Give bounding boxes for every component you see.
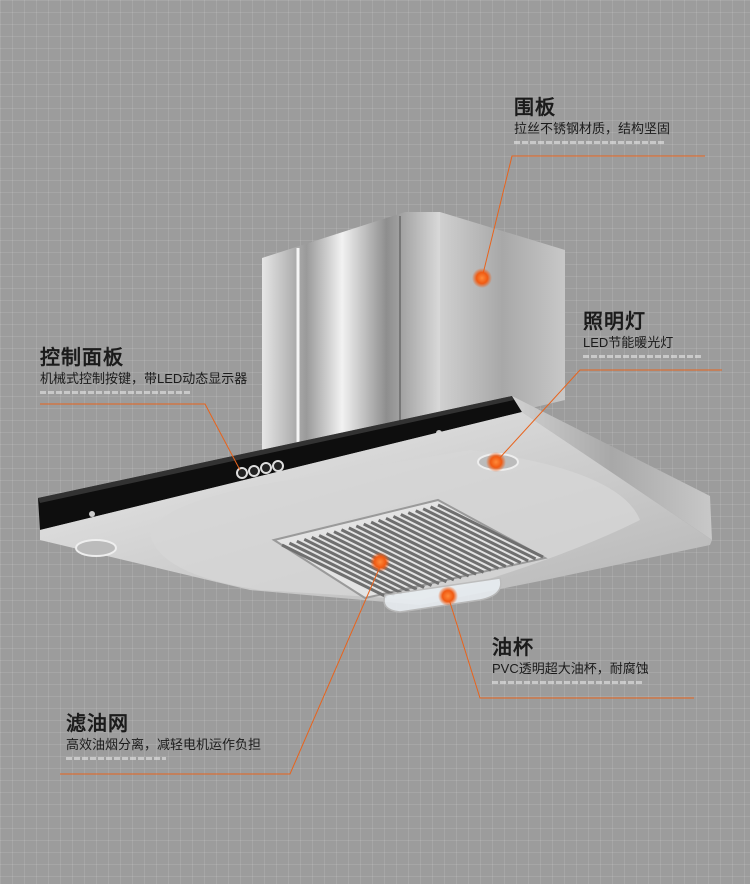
filter-slat (400, 513, 507, 568)
oil-filter-grid (271, 498, 548, 600)
light-left (75, 539, 117, 557)
filter-slat (415, 509, 522, 565)
chimney-cover (262, 212, 565, 450)
control-buttons (236, 460, 284, 479)
decorative-fine-print (66, 757, 166, 760)
callout-title: 围板 (514, 97, 556, 119)
filter-slat (385, 516, 492, 572)
callout-title: 滤油网 (66, 713, 129, 735)
callout-filter: 滤油网 高效油烟分离，减轻电机运作负担 (66, 712, 261, 760)
filter-slat (303, 537, 410, 593)
callout-desc: 拉丝不锈钢材质，结构坚固 (514, 121, 671, 136)
callout-desc: 高效油烟分离，减轻电机运作负担 (66, 737, 262, 752)
callout-title: 控制面板 (40, 347, 124, 369)
callout-desc: 机械式控制按键，带LED动态显示器 (40, 371, 248, 386)
filter-slat (370, 520, 477, 576)
decorative-fine-print (40, 391, 190, 394)
side-panel (512, 396, 712, 540)
decorative-fine-print (514, 141, 664, 144)
marker-dots (370, 268, 506, 606)
filter-slat (281, 543, 388, 599)
leader-lines (40, 155, 722, 775)
marker-dot-light (486, 452, 506, 472)
callout-panel: 围板 拉丝不锈钢材质，结构坚固 (514, 96, 670, 144)
marker-dot-oilcup (438, 586, 458, 606)
callout-title: 照明灯 (583, 311, 646, 333)
filter-slat (296, 539, 403, 595)
filter-slat (355, 524, 462, 580)
callout-light: 照明灯 LED节能暖光灯 (583, 310, 703, 358)
filter-slat (392, 515, 500, 570)
filter-slat (422, 507, 529, 563)
filter-slat (340, 528, 448, 584)
callout-desc: LED节能暖光灯 (583, 335, 674, 350)
filter-slat (288, 541, 396, 597)
callout-title: 油杯 (492, 637, 534, 659)
callout-desc: PVC透明超大油杯，耐腐蚀 (492, 661, 649, 676)
filter-slat (348, 526, 455, 582)
filter-slat (429, 505, 537, 561)
filter-slat (407, 511, 514, 566)
filter-slat (311, 536, 418, 591)
decorative-fine-print (583, 355, 703, 358)
callout-oilcup: 油杯 PVC透明超大油杯，耐腐蚀 (492, 636, 649, 684)
filter-slat (363, 522, 470, 578)
marker-dot-filter (370, 552, 390, 572)
control-panel-strip (38, 396, 522, 530)
decorative-fine-print (492, 681, 642, 684)
callout-control: 控制面板 机械式控制按键，带LED动态显示器 (40, 346, 247, 394)
filter-slat (377, 518, 485, 574)
filter-slat (437, 503, 544, 559)
marker-dot-panel (472, 268, 492, 288)
